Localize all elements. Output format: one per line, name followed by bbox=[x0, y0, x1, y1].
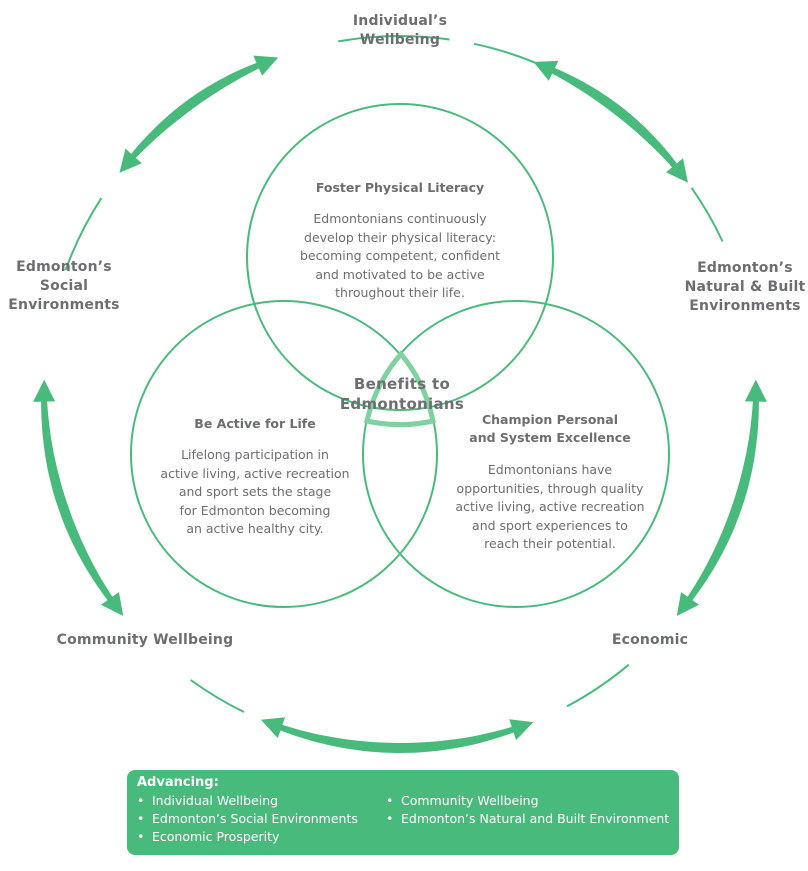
ring-segment bbox=[690, 187, 724, 242]
label-economic: Economic bbox=[611, 632, 689, 648]
advancing-item: Economic Prosperity bbox=[135, 828, 358, 846]
venn-circle-left bbox=[130, 300, 438, 608]
body-line: and sport experiences to bbox=[472, 517, 628, 533]
center-overlap-highlight bbox=[364, 350, 436, 428]
arrowhead-icon bbox=[533, 60, 559, 81]
circle-top-body: Edmontonians continuously develop their … bbox=[270, 210, 530, 303]
label-community-wellbeing: Community Wellbeing bbox=[56, 632, 234, 648]
body-line: throughout their life. bbox=[335, 285, 465, 300]
label-social-environments: Edmonton’s Social Environments bbox=[0, 258, 128, 315]
body-line: opportunities, through quality bbox=[456, 480, 644, 496]
ring-segment bbox=[566, 663, 630, 708]
body-line: Edmontonians have bbox=[487, 462, 613, 477]
body-line: reach their potential. bbox=[484, 536, 616, 551]
arrowhead-icon bbox=[119, 148, 142, 173]
venn-circles bbox=[130, 103, 670, 608]
venn-circle-top bbox=[246, 103, 554, 411]
arrowhead-icon bbox=[253, 55, 279, 76]
body-line: and motivated to be active bbox=[315, 266, 485, 282]
center-label-line: Benefits to bbox=[353, 375, 451, 393]
arrowhead-icon bbox=[666, 158, 688, 183]
body-line: becoming competent, confident bbox=[299, 248, 501, 263]
body-line: develop their physical literacy: bbox=[304, 229, 496, 245]
body-line: and sport sets the stage bbox=[178, 484, 332, 499]
label-individual-wellbeing: Individual’s Wellbeing bbox=[320, 12, 480, 50]
label-line: Wellbeing bbox=[359, 32, 441, 48]
advancing-item: Community Wellbeing bbox=[384, 792, 669, 810]
arrow-shaft bbox=[126, 60, 267, 164]
arrow-shaft bbox=[272, 722, 522, 753]
arrowhead-icon bbox=[744, 379, 767, 402]
title-line: and System Excellence bbox=[469, 430, 631, 445]
advancing-item: Individual Wellbeing bbox=[135, 792, 358, 810]
body-line: an active healthy city. bbox=[186, 521, 324, 536]
arrowhead-icon bbox=[509, 719, 534, 741]
arrowhead-icon bbox=[101, 592, 124, 616]
body-line: active living, active recreation bbox=[455, 499, 645, 514]
advancing-list-col2: Community Wellbeing Edmonton’s Natural a… bbox=[384, 792, 669, 828]
label-natural-built-environments: Edmonton’s Natural & Built Environments bbox=[682, 259, 808, 316]
circle-top-title: Foster Physical Literacy bbox=[315, 180, 485, 195]
advancing-item: Edmonton’s Social Environments bbox=[135, 810, 358, 828]
advancing-list-col1: Individual Wellbeing Edmonton’s Social E… bbox=[135, 792, 358, 846]
title-line: Champion Personal bbox=[481, 412, 619, 427]
advancing-heading: Advancing: bbox=[137, 775, 219, 790]
circle-right-body: Edmontonians have opportunities, through… bbox=[435, 461, 665, 554]
label-line: Environments bbox=[689, 298, 801, 314]
arrow-shaft bbox=[545, 64, 682, 174]
body-line: active living, active recreation bbox=[160, 465, 350, 481]
arrow-shaft bbox=[683, 393, 759, 607]
body-line: for Edmonton becoming bbox=[179, 502, 331, 518]
ring-segment bbox=[338, 35, 450, 43]
advancing-item: Edmonton’s Natural and Built Environment bbox=[384, 810, 669, 828]
center-label: Benefits to Edmontonians bbox=[320, 374, 484, 414]
circle-left-body: Lifelong participation in active living,… bbox=[145, 446, 365, 539]
ring-segment bbox=[190, 679, 245, 713]
center-label-line: Edmontonians bbox=[339, 395, 465, 413]
label-line: Individual’s bbox=[352, 13, 448, 29]
bidirectional-arrows bbox=[33, 55, 767, 753]
ring-segment bbox=[64, 197, 103, 271]
label-line: Social bbox=[39, 278, 89, 294]
arrowhead-icon bbox=[260, 717, 286, 739]
label-line: Natural & Built bbox=[684, 279, 806, 295]
arrow-shaft bbox=[41, 393, 117, 607]
arrowhead-icon bbox=[33, 379, 56, 402]
label-line: Edmonton’s bbox=[697, 260, 793, 276]
circle-left-title: Be Active for Life bbox=[194, 416, 316, 431]
body-line: Edmontonians continuously bbox=[313, 211, 487, 226]
label-line: Environments bbox=[8, 297, 120, 313]
venn-circle-right bbox=[362, 300, 670, 608]
advancing-box: Advancing: Individual Wellbeing Edmonton… bbox=[127, 770, 679, 855]
circle-right-title: Champion Personal and System Excellence bbox=[440, 411, 660, 447]
arrowhead-icon bbox=[676, 592, 699, 616]
body-line: Lifelong participation in bbox=[181, 447, 329, 462]
label-line: Edmonton’s bbox=[16, 259, 112, 275]
